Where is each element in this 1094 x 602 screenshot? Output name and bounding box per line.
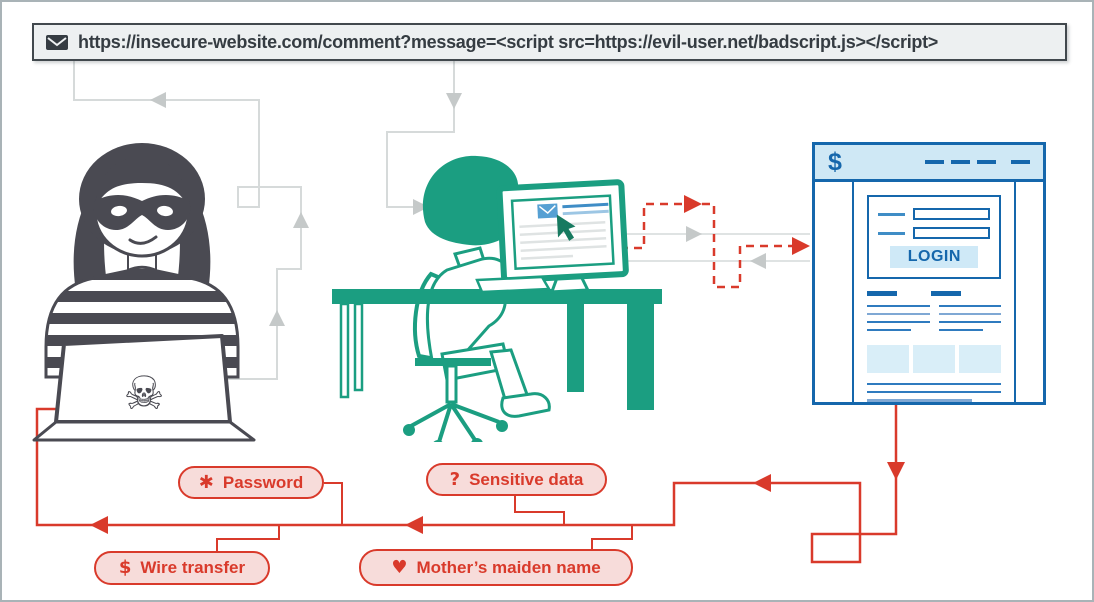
screen-text-line xyxy=(520,244,607,252)
text-line xyxy=(867,313,930,315)
chair-post xyxy=(445,364,458,404)
red-arrow-down xyxy=(887,462,905,480)
site-body: LOGIN xyxy=(815,182,1043,402)
nav-dash xyxy=(951,160,970,164)
section-headings xyxy=(867,291,1001,296)
text-line xyxy=(938,321,1002,323)
thumbnail xyxy=(959,345,1002,373)
monitor xyxy=(496,179,629,294)
thumbnail xyxy=(913,345,956,373)
connector-sensitive-data xyxy=(514,496,565,525)
dollar-icon: $ xyxy=(118,557,132,578)
gray-arrow-down xyxy=(446,93,462,109)
asterisk-icon: ✱ xyxy=(198,471,214,493)
text-line xyxy=(938,313,1002,315)
thumbnail xyxy=(867,345,910,373)
site-nav xyxy=(925,160,1030,164)
connector-mothers-maiden-name xyxy=(591,525,633,549)
text-line xyxy=(867,399,972,402)
keyboard xyxy=(475,275,552,294)
site-header: $ xyxy=(815,145,1043,182)
label-sensitive-data: ? Sensitive data xyxy=(426,463,607,496)
footer-lines xyxy=(867,383,1002,402)
text-column xyxy=(938,305,1002,337)
label-wire-transfer: $ Wire transfer xyxy=(94,551,270,585)
text-line xyxy=(867,305,930,307)
desk-monitor-illustration xyxy=(332,179,662,410)
hacker-illustration: ☠ xyxy=(32,143,256,442)
desk-leg xyxy=(627,304,654,410)
site-logo-dollar: $ xyxy=(828,147,842,176)
chair-wheel xyxy=(433,440,443,442)
red-arrow-right xyxy=(792,237,810,255)
gray-arrow-right xyxy=(686,226,702,242)
screen-link-line xyxy=(562,202,609,209)
gray-arrow-left xyxy=(150,92,166,108)
email-icon-flap xyxy=(538,205,556,214)
screen-link-line xyxy=(562,209,609,216)
nav-dash xyxy=(977,160,996,164)
screen-text-line xyxy=(521,254,574,260)
site-left-column xyxy=(815,182,855,402)
connector-password xyxy=(324,482,343,525)
text-column xyxy=(867,305,930,337)
chair-wheel xyxy=(403,424,415,436)
field-label-line xyxy=(878,231,906,235)
field-label-line xyxy=(878,212,906,216)
label-password: ✱ Password xyxy=(178,466,324,499)
red-arrow-left xyxy=(753,474,771,492)
hacker-eye-right xyxy=(157,205,173,217)
text-columns xyxy=(867,305,1002,337)
red-arrow-left xyxy=(405,516,423,534)
screen-text-line xyxy=(519,228,606,236)
login-button[interactable]: LOGIN xyxy=(890,246,979,268)
label-text: Password xyxy=(222,472,304,492)
url-text: https://insecure-website.com/comment?mes… xyxy=(78,31,939,52)
label-text: Mother’s maiden name xyxy=(416,557,601,577)
hacker-laptop-base xyxy=(32,420,256,442)
desk-leg xyxy=(567,304,584,392)
gray-arrow-left xyxy=(750,253,766,269)
thumbnails xyxy=(867,345,1002,373)
bank-website-window: $ LOGIN xyxy=(812,142,1046,405)
label-mothers-maiden-name: ♥ Mother’s maiden name xyxy=(359,549,633,586)
heading-dash xyxy=(867,291,898,296)
connector-wire-transfer xyxy=(216,525,280,551)
question-icon: ? xyxy=(449,468,461,490)
login-form: LOGIN xyxy=(867,195,1002,279)
url-bar[interactable]: https://insecure-website.com/comment?mes… xyxy=(32,23,1067,61)
text-line xyxy=(867,321,930,323)
screen-text-line xyxy=(520,236,607,244)
text-line xyxy=(867,383,1002,385)
heading-dash xyxy=(931,291,962,296)
text-line xyxy=(867,329,912,331)
heart-icon: ♥ xyxy=(391,556,408,578)
site-main-column: LOGIN xyxy=(854,182,1014,402)
hacker-smile xyxy=(128,235,158,245)
nav-dash xyxy=(925,160,944,164)
desk-leg-thin xyxy=(353,302,364,392)
desk-top xyxy=(332,289,662,304)
password-input[interactable] xyxy=(913,227,991,239)
cursor-icon xyxy=(556,214,576,241)
envelope-icon xyxy=(46,34,68,50)
chair-wheel xyxy=(496,420,508,432)
text-line xyxy=(938,305,1002,307)
username-row xyxy=(878,208,991,220)
desk-leg-thin xyxy=(339,302,350,399)
skull-icon: ☠ xyxy=(123,366,164,420)
chair-seat xyxy=(415,358,491,366)
red-arrow-left xyxy=(90,516,108,534)
text-line xyxy=(867,391,1002,393)
label-text: Sensitive data xyxy=(469,469,584,489)
hacker-eye-left xyxy=(111,205,127,217)
site-right-column xyxy=(1014,182,1043,402)
password-row xyxy=(878,227,991,239)
username-input[interactable] xyxy=(913,208,991,220)
text-line xyxy=(938,329,983,331)
nav-dash xyxy=(1011,160,1030,164)
label-text: Wire transfer xyxy=(140,558,246,577)
